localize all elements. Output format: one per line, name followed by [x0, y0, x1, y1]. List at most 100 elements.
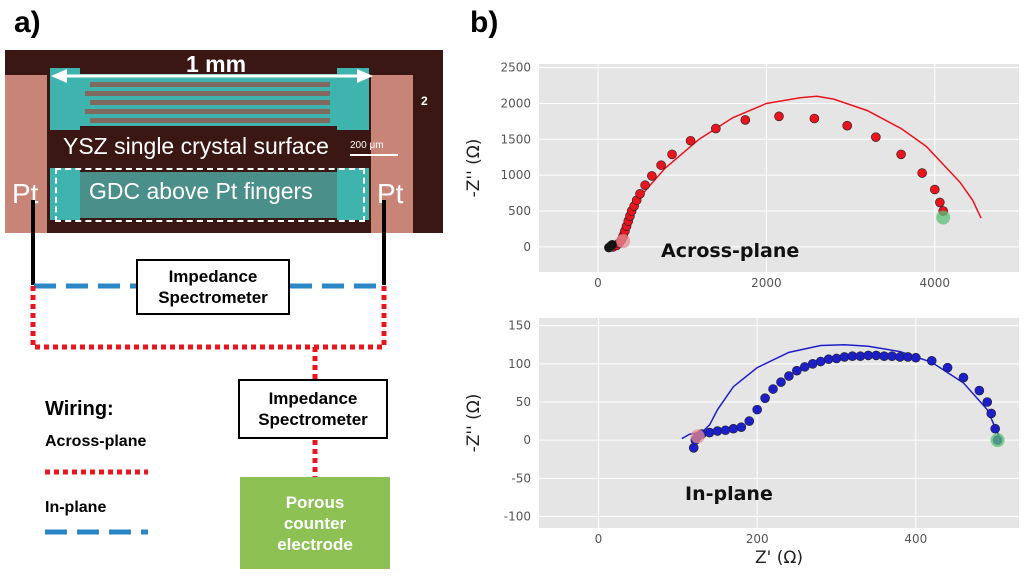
ce-line2: counter: [283, 513, 347, 533]
fit-line: [614, 95, 982, 248]
data-point: [640, 180, 650, 191]
data-point: [635, 189, 645, 199]
data-point: [903, 352, 913, 362]
data-point: [855, 351, 866, 361]
plot-background: [539, 318, 1019, 528]
panel-a-label: a): [14, 6, 41, 39]
across-plane-wire: [30, 286, 387, 350]
x-axis-label: Z' (Ω): [755, 548, 803, 568]
spectrometer-bottom-line2: Spectrometer: [258, 410, 368, 429]
data-point: [685, 135, 696, 146]
ce-line3: electrode: [277, 534, 353, 554]
data-point: [647, 171, 657, 181]
y-tick-label: 0: [523, 433, 531, 447]
ysz-label: YSZ single crystal surface: [63, 133, 329, 159]
highlight-point: [690, 429, 705, 444]
data-point: [887, 351, 897, 361]
panel-b-label: b): [470, 6, 499, 39]
data-point: [752, 404, 762, 415]
data-point: [942, 362, 953, 373]
ce-line1: Porous: [285, 492, 345, 512]
data-point: [917, 168, 927, 178]
data-point: [990, 423, 1000, 434]
data-point: [728, 423, 739, 434]
y-tick-label: 2000: [500, 96, 531, 110]
small-scale-label: 200 μm: [350, 140, 384, 151]
data-point: [711, 123, 721, 134]
data-point: [656, 160, 666, 170]
wiring-title: Wiring:: [45, 398, 114, 420]
data-point: [958, 372, 969, 383]
data-point: [784, 371, 794, 381]
y-tick-label: 1500: [500, 132, 531, 146]
data-point: [704, 427, 715, 438]
gdc-region-outline: [55, 168, 365, 222]
data-point: [929, 184, 940, 195]
data-point: [807, 359, 818, 369]
data-point: [986, 408, 997, 419]
highlight-point: [936, 210, 951, 225]
data-point: [896, 149, 906, 160]
spectrometer-top-line1: Impedance: [168, 267, 258, 286]
data-point: [911, 352, 921, 363]
legend-in-plane-label: In-plane: [45, 499, 107, 516]
data-point: [831, 353, 842, 364]
fit-line: [681, 343, 1000, 440]
spectrometer-bottom-line1: Impedance: [268, 389, 358, 408]
electrode-finger: [90, 82, 330, 87]
data-point: [667, 149, 677, 160]
data-point: [744, 416, 755, 426]
data-point: [823, 354, 834, 365]
series-annotation: Across-plane: [661, 240, 799, 262]
electrode-finger: [85, 91, 330, 96]
data-point: [815, 356, 826, 367]
spectrometer-top-line2: Spectrometer: [158, 288, 268, 307]
data-point: [792, 365, 802, 376]
data-point: [760, 393, 770, 403]
x-tick-label: 2000: [751, 276, 782, 290]
data-point: [842, 120, 853, 131]
data-point: [839, 352, 850, 362]
data-point: [776, 377, 786, 387]
x-tick-label: 0: [594, 276, 602, 290]
small-scale-bar: [350, 154, 398, 156]
x-tick-label: 0: [595, 532, 603, 546]
y-tick-label: 1000: [500, 168, 531, 182]
data-point: [982, 397, 993, 407]
data-point: [768, 384, 778, 394]
micrograph: 1 mm 2 YSZ single crystal surface 200 μm…: [5, 50, 443, 233]
scale-bar-arrow: [51, 69, 373, 83]
x-tick-label: 4000: [920, 276, 951, 290]
electrode-finger: [85, 109, 330, 114]
data-point: [871, 350, 881, 361]
y-tick-label: 0: [523, 240, 531, 254]
y-tick-label: -100: [504, 510, 531, 524]
pt-label-right: Pt: [377, 178, 404, 209]
corner-number: 2: [421, 94, 428, 108]
data-point: [720, 425, 731, 436]
scale-bar-label: 1 mm: [186, 51, 247, 77]
data-point: [712, 426, 723, 436]
highlight-point: [990, 433, 1005, 448]
legend-across-plane-label: Across-plane: [45, 433, 147, 450]
electrode-finger: [90, 100, 330, 105]
data-point: [774, 111, 784, 122]
y-axis-label: -Z'' (Ω): [464, 394, 484, 453]
x-tick-label: 400: [904, 532, 927, 546]
gdc-label: GDC above Pt fingers: [89, 178, 313, 204]
pt-pad-left: [5, 75, 47, 233]
data-point: [740, 115, 751, 125]
electrode-finger: [90, 118, 330, 123]
y-axis-label: -Z'' (Ω): [464, 139, 484, 198]
highlight-point: [616, 234, 631, 249]
y-tick-label: 100: [508, 357, 531, 371]
y-tick-label: 150: [508, 319, 531, 333]
data-point: [607, 239, 618, 250]
data-point: [809, 113, 820, 124]
data-point: [935, 197, 945, 208]
